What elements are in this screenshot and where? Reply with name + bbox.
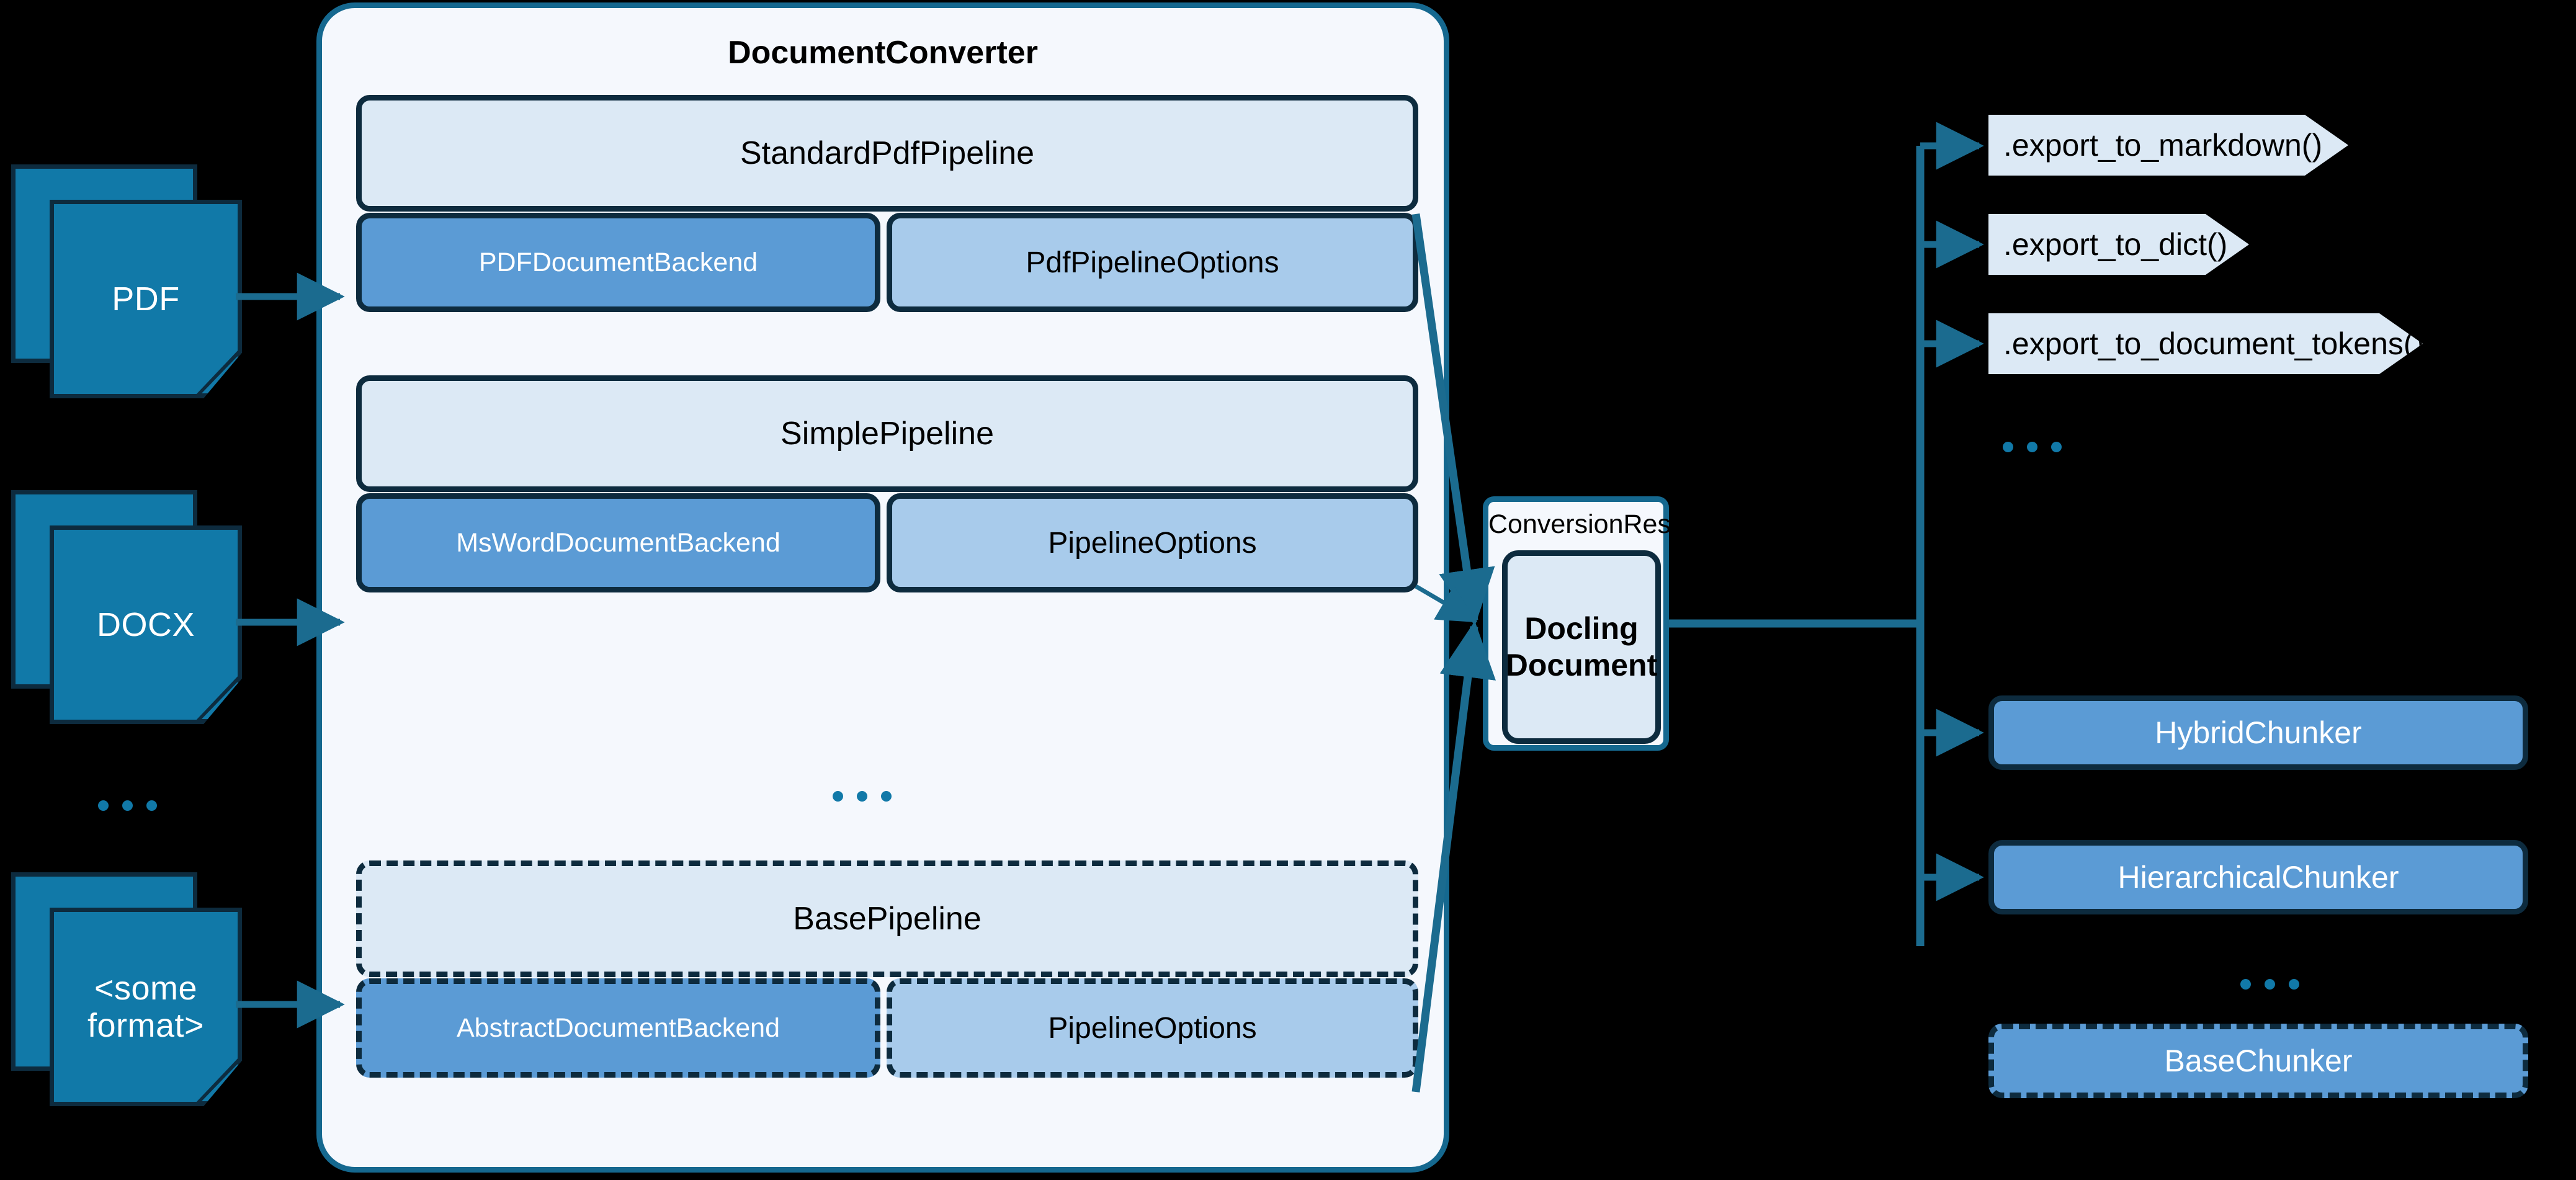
export-tag-markdown[interactable]: .export_to_markdown(): [1988, 115, 2348, 176]
document-front-sheet: DOCX: [50, 525, 242, 724]
pipeline-backend[interactable]: MsWordDocumentBackend: [356, 493, 880, 592]
document-converter-container: DocumentConverter StandardPdfPipeline PD…: [316, 2, 1449, 1173]
conversion-result-container: ConversionResult Docling Document: [1483, 496, 1699, 751]
pipeline-name: BasePipeline: [356, 860, 1418, 977]
document-front-sheet: PDF: [50, 200, 242, 398]
page-fold-icon: [194, 1056, 240, 1104]
input-ellipsis: [98, 800, 157, 811]
pipeline-simple[interactable]: SimplePipeline MsWordDocumentBackend Pip…: [356, 375, 1418, 592]
export-tag-label: .export_to_document_tokens(): [2003, 326, 2425, 361]
chunker-label: HybridChunker: [2155, 715, 2362, 750]
export-tag-label: .export_to_dict(): [2003, 227, 2228, 262]
export-tag-dict[interactable]: .export_to_dict(): [1988, 214, 2249, 275]
chunker-ellipsis: [2240, 979, 2299, 990]
input-document-label: PDF: [112, 280, 180, 318]
chunker-hybrid[interactable]: HybridChunker: [1988, 695, 2528, 770]
docling-document-node[interactable]: Docling Document: [1502, 550, 1661, 744]
page-fold-icon: [194, 674, 240, 722]
export-tag-label: .export_to_markdown(): [2003, 128, 2323, 163]
chunker-label: HierarchicalChunker: [2118, 860, 2399, 895]
chunker-hierarchical[interactable]: HierarchicalChunker: [1988, 840, 2528, 914]
export-tag-document-tokens[interactable]: .export_to_document_tokens(): [1988, 313, 2423, 374]
input-document-label: <some format>: [87, 969, 205, 1044]
docling-document-label: Docling Document: [1505, 611, 1658, 682]
chunker-base[interactable]: BaseChunker: [1988, 1024, 2528, 1098]
document-front-sheet: <some format>: [50, 908, 242, 1106]
page-title: DocumentConverter: [728, 35, 1038, 71]
input-document-label: DOCX: [96, 606, 195, 643]
pipeline-backend[interactable]: AbstractDocumentBackend: [356, 978, 880, 1078]
pipeline-backend[interactable]: PDFDocumentBackend: [356, 213, 880, 312]
conversion-result-label: ConversionResult: [1488, 509, 1699, 539]
pipeline-options[interactable]: PipelineOptions: [887, 493, 1418, 592]
chunker-label: BaseChunker: [2164, 1044, 2353, 1078]
pipeline-name: StandardPdfPipeline: [356, 95, 1418, 212]
pipeline-options[interactable]: PipelineOptions: [887, 978, 1418, 1078]
page-fold-icon: [194, 348, 240, 396]
pipeline-ellipsis: [833, 791, 892, 802]
pipeline-name: SimplePipeline: [356, 375, 1418, 492]
export-ellipsis: [2003, 442, 2062, 452]
pipeline-options[interactable]: PdfPipelineOptions: [887, 213, 1418, 312]
pipeline-standard-pdf[interactable]: StandardPdfPipeline PDFDocumentBackend P…: [356, 95, 1418, 312]
pipeline-base[interactable]: BasePipeline AbstractDocumentBackend Pip…: [356, 860, 1418, 1078]
